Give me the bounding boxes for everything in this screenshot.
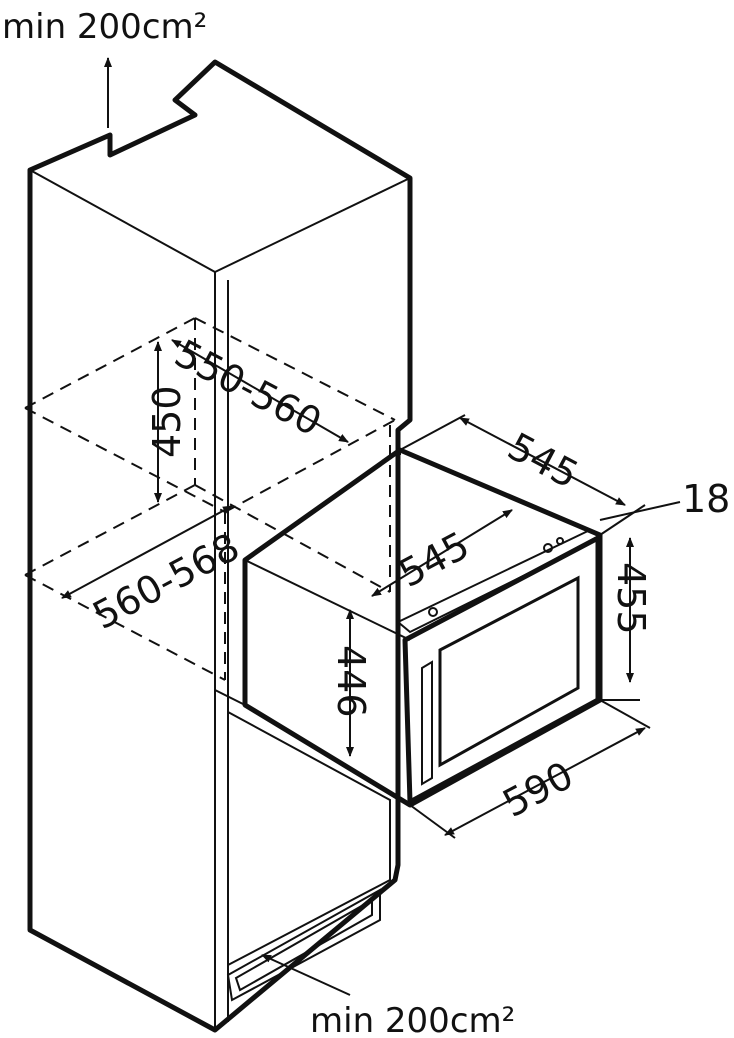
vent-bottom-label: min 200cm² <box>310 1001 515 1038</box>
door-glass <box>438 575 580 768</box>
wine-cooler <box>242 447 603 808</box>
control-button-2 <box>543 543 553 553</box>
door-thickness-label: 18 <box>682 477 730 521</box>
dimension-lines <box>61 57 681 996</box>
door-handle <box>421 660 433 786</box>
niche-width-arrow <box>61 505 233 599</box>
niche-height-label: 450 <box>145 385 189 458</box>
vent-bottom-arrow <box>261 954 351 996</box>
door-thickness-leader <box>599 501 681 521</box>
cabinet-top-right-edge <box>214 177 411 273</box>
appliance-depth-top-arrow <box>459 417 626 506</box>
control-button-1 <box>428 607 438 617</box>
appliance-door <box>402 535 601 805</box>
control-button-3 <box>556 537 564 545</box>
appliance-height-body-label: 446 <box>329 645 373 718</box>
plinth-grille-inner <box>234 898 373 992</box>
vent-top-label: min 200cm² <box>2 7 207 47</box>
plinth-grille <box>226 888 381 1002</box>
door-gap <box>214 689 246 706</box>
appliance-depth-side-arrow <box>371 509 513 597</box>
niche-depth-arrow <box>171 339 349 443</box>
appliance-depth-side-label: 545 <box>392 523 477 596</box>
lower-door <box>227 710 391 967</box>
cabinet-top-edge <box>29 169 216 273</box>
niche-depth-label: 550-560 <box>168 331 329 444</box>
appliance-height-front-label: 455 <box>609 562 653 635</box>
appliance-width-label: 590 <box>496 753 581 826</box>
appliance-depth-top-label: 545 <box>501 424 586 497</box>
appliance-width-arrow <box>444 727 646 836</box>
cabinet-outline <box>27 59 413 1033</box>
